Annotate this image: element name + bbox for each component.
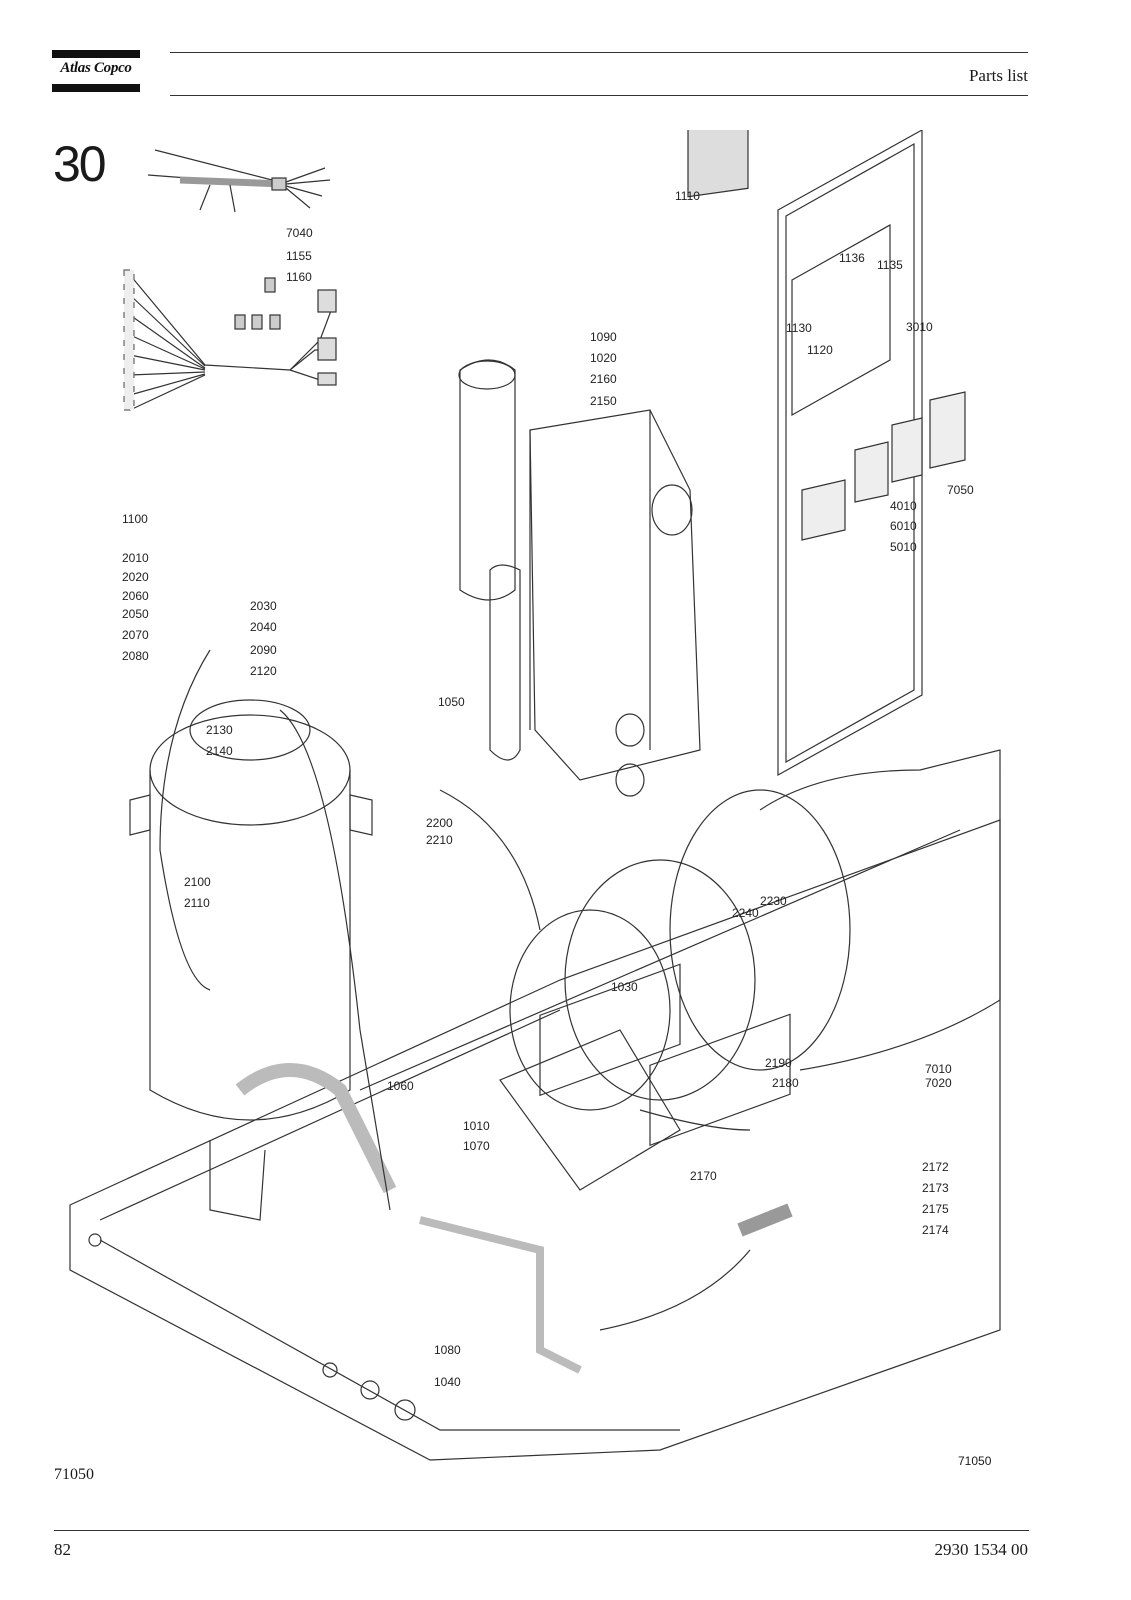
callout-2020: 2020	[122, 570, 149, 584]
callout-2170: 2170	[690, 1169, 717, 1183]
section-title: Parts list	[968, 66, 1028, 85]
exploded-parts-drawing: 7040 1155 1160 1110 1136 1135 1130 1120 …	[60, 130, 1030, 1490]
callout-2130: 2130	[206, 723, 233, 737]
compressor-motor-illustration	[499, 749, 1001, 1191]
callout-4010: 4010	[890, 499, 917, 513]
figure-number: 30	[53, 136, 107, 192]
callout-2200: 2200	[426, 816, 453, 830]
callout-2230: 2230	[760, 894, 787, 908]
callout-1120: 1120	[807, 343, 833, 357]
harness-7040-illustration	[147, 149, 331, 213]
callout-2172: 2172	[922, 1160, 949, 1174]
header-top-rule	[170, 52, 1028, 53]
callout-1080: 1080	[434, 1343, 461, 1357]
callout-1100: 1100	[122, 512, 148, 526]
callout-7050: 7050	[947, 483, 974, 497]
callout-1136: 1136	[839, 251, 865, 265]
callout-1060: 1060	[387, 1079, 414, 1093]
callout-2030: 2030	[250, 599, 277, 613]
base-frame-illustration	[69, 819, 1001, 1461]
receiver-vessel-illustration	[129, 699, 373, 1221]
callout-1135: 1135	[877, 258, 903, 272]
callout-2174: 2174	[922, 1223, 949, 1237]
callout-2070: 2070	[122, 628, 149, 642]
callout-7010: 7010	[925, 1062, 952, 1076]
callout-1110: 1110	[675, 189, 700, 203]
cabinet-door-illustration	[687, 130, 966, 777]
callout-1020: 1020	[590, 351, 617, 365]
callout-2050: 2050	[122, 607, 149, 621]
callout-1155: 1155	[286, 249, 312, 263]
callout-2150: 2150	[590, 394, 617, 408]
callout-1050: 1050	[438, 695, 465, 709]
callout-1040: 1040	[434, 1375, 461, 1389]
callout-7020: 7020	[925, 1076, 952, 1090]
callout-1090: 1090	[590, 330, 617, 344]
callout-2190: 2190	[765, 1056, 792, 1070]
callout-2100: 2100	[184, 875, 211, 889]
callout-2180: 2180	[772, 1076, 799, 1090]
callout-2110: 2110	[184, 896, 210, 910]
drawing-reference-right: 71050	[958, 1454, 992, 1468]
cooler-illustration	[458, 359, 701, 797]
callout-2173: 2173	[922, 1181, 949, 1195]
drawing-reference-left: 71050	[54, 1466, 94, 1483]
callout-1010: 1010	[463, 1119, 490, 1133]
callout-6010: 6010	[890, 519, 917, 533]
callout-2210: 2210	[426, 833, 453, 847]
callout-3010: 3010	[906, 320, 933, 334]
page-number: 82	[54, 1540, 71, 1559]
logo-wordmark: Atlas Copco	[60, 60, 132, 76]
logo-top-bar	[52, 50, 140, 58]
callout-1070: 1070	[463, 1139, 490, 1153]
callout-1130: 1130	[786, 321, 812, 335]
document-number: 2930 1534 00	[934, 1540, 1029, 1559]
callout-2240: 2240	[732, 906, 759, 920]
callout-2140: 2140	[206, 744, 233, 758]
piping-illustration	[159, 649, 793, 1374]
callout-2090: 2090	[250, 643, 277, 657]
atlas-copco-logo: Atlas Copco	[52, 50, 140, 92]
harness-1155-illustration	[123, 269, 337, 411]
callout-7040: 7040	[286, 226, 313, 240]
callout-2175: 2175	[922, 1202, 949, 1216]
callout-1160: 1160	[286, 270, 312, 284]
callout-2160: 2160	[590, 372, 617, 386]
logo-bottom-bar	[52, 84, 140, 92]
callout-2010: 2010	[122, 551, 149, 565]
header-bottom-rule	[170, 95, 1028, 96]
callout-2120: 2120	[250, 664, 277, 678]
callout-2060: 2060	[122, 589, 149, 603]
callout-5010: 5010	[890, 540, 917, 554]
callout-2080: 2080	[122, 649, 149, 663]
footer-rule	[54, 1530, 1029, 1531]
callout-2040: 2040	[250, 620, 277, 634]
callout-1030: 1030	[611, 980, 638, 994]
